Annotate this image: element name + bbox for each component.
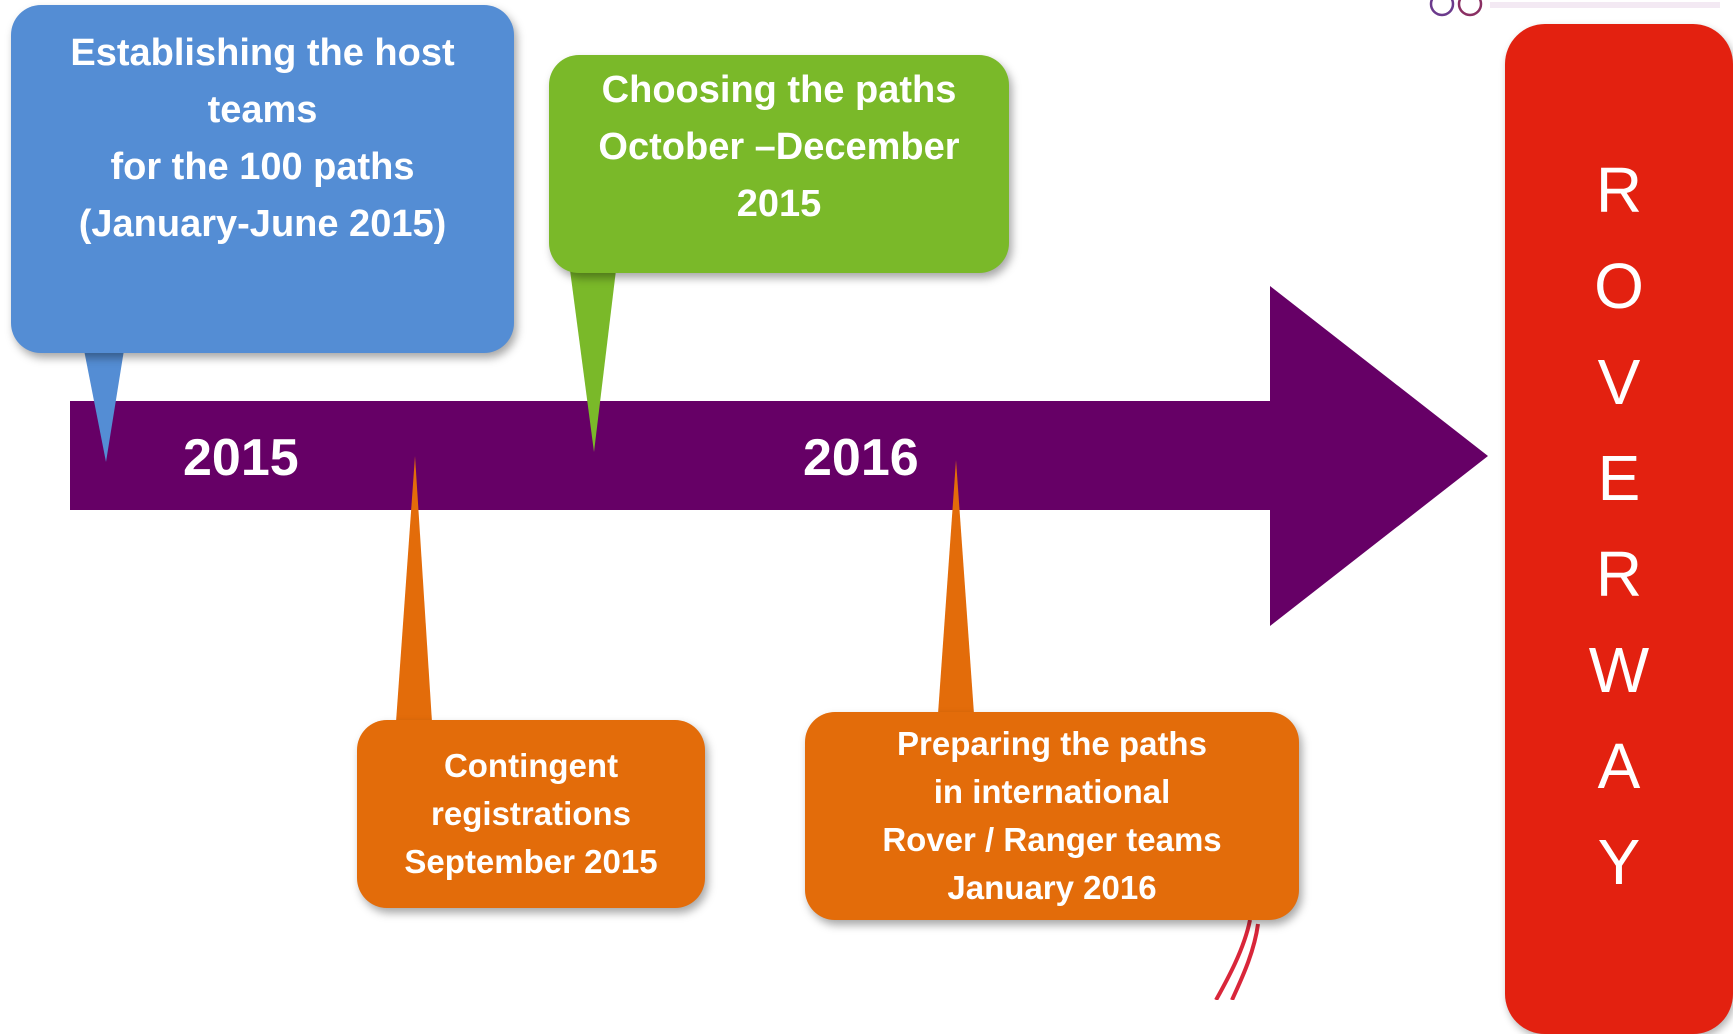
callout-choosing-paths: Choosing the paths October –December 201… bbox=[549, 55, 1009, 273]
host-teams-pointer bbox=[84, 350, 124, 462]
roverway-letter: W bbox=[1588, 634, 1650, 706]
preparing-pointer bbox=[938, 460, 974, 714]
callout-preparing-line-4: January 2016 bbox=[947, 869, 1157, 906]
roverway-letter: V bbox=[1597, 346, 1641, 418]
year-label-2016: 2016 bbox=[803, 429, 919, 487]
roverway-banner bbox=[1505, 24, 1733, 1034]
callout-choosing-paths-line-2: October –December bbox=[598, 126, 960, 168]
callout-preparing-line-1: Preparing the paths bbox=[897, 725, 1207, 762]
callout-host-teams-line-2: teams bbox=[207, 89, 318, 131]
roverway-letter: R bbox=[1595, 154, 1643, 226]
callout-host-teams: Establishing the host teams for the 100 … bbox=[11, 5, 514, 353]
scout-guide-emblem-icon bbox=[1429, 0, 1720, 17]
callout-choosing-paths-line-1: Choosing the paths bbox=[601, 69, 957, 111]
callout-contingent-registrations: Contingent registrations September 2015 bbox=[357, 720, 705, 908]
callout-choosing-paths-line-3: 2015 bbox=[736, 183, 822, 225]
callout-host-teams-line-3: for the 100 paths bbox=[110, 146, 415, 188]
roverway-letter: A bbox=[1597, 730, 1641, 802]
roverway-letter: Y bbox=[1597, 826, 1641, 898]
roverway-letters: R O V E R W A Y bbox=[1505, 142, 1733, 910]
roverway-letter: O bbox=[1594, 250, 1644, 322]
callout-host-teams-line-1: Establishing the host bbox=[70, 32, 455, 74]
callout-preparing-line-3: Rover / Ranger teams bbox=[882, 821, 1222, 858]
roverway-letter: R bbox=[1595, 538, 1643, 610]
callout-preparing-line-2: in international bbox=[933, 773, 1171, 810]
timeline-graphic bbox=[70, 270, 1488, 1000]
timeline-arrow bbox=[70, 286, 1488, 626]
callout-contingent-line-3: September 2015 bbox=[404, 843, 658, 880]
contingent-pointer bbox=[396, 456, 432, 722]
callout-contingent-line-1: Contingent bbox=[443, 747, 619, 784]
roverway-letter: E bbox=[1597, 442, 1641, 514]
choosing-paths-pointer bbox=[570, 270, 616, 452]
year-label-2015: 2015 bbox=[183, 429, 299, 487]
handwritten-mark-icon bbox=[1214, 919, 1260, 1000]
callout-contingent-line-2: registrations bbox=[431, 795, 631, 832]
callout-preparing-paths: Preparing the paths in international Rov… bbox=[805, 712, 1299, 920]
callout-host-teams-line-4: (January-June 2015) bbox=[78, 203, 447, 245]
